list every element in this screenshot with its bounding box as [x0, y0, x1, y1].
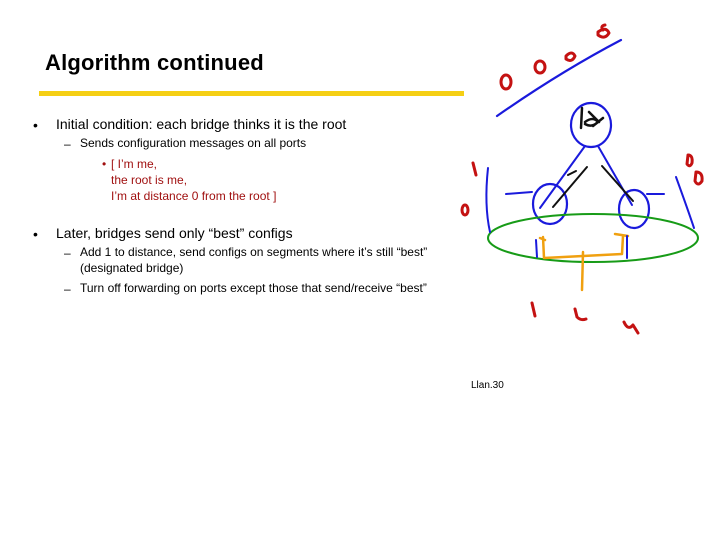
config-message-line-2: the root is me, [111, 173, 188, 187]
dash-marker: – [64, 137, 71, 151]
sub-bullet-turn-off-forwarding: Turn off forwarding on ports except thos… [80, 281, 427, 295]
sub-bullet-sends-config: Sends configuration messages on all port… [80, 136, 307, 150]
config-message-line-3: I’m at distance 0 from the root ] [111, 189, 277, 203]
sub-bullet-add-distance-line-2: (designated bridge) [80, 261, 184, 275]
slide-title: Algorithm continued [45, 50, 264, 75]
dash-marker: – [64, 246, 71, 260]
bullet-initial-condition: Initial condition: each bridge thinks it… [56, 116, 347, 132]
red-handwritten-marks [460, 23, 704, 335]
bullet-marker: • [33, 117, 38, 133]
config-message-line-1: [ I’m me, [111, 157, 158, 171]
bullet-marker: • [33, 226, 38, 242]
dash-marker: – [64, 282, 71, 296]
title-underline [39, 91, 464, 96]
small-bullet-marker: • [102, 157, 107, 171]
bullet-later-best-configs: Later, bridges send only “best” configs [56, 225, 293, 241]
slide-footer: Llan.30 [471, 380, 504, 391]
sub-bullet-add-distance-line-1: Add 1 to distance, send configs on segme… [80, 245, 428, 259]
